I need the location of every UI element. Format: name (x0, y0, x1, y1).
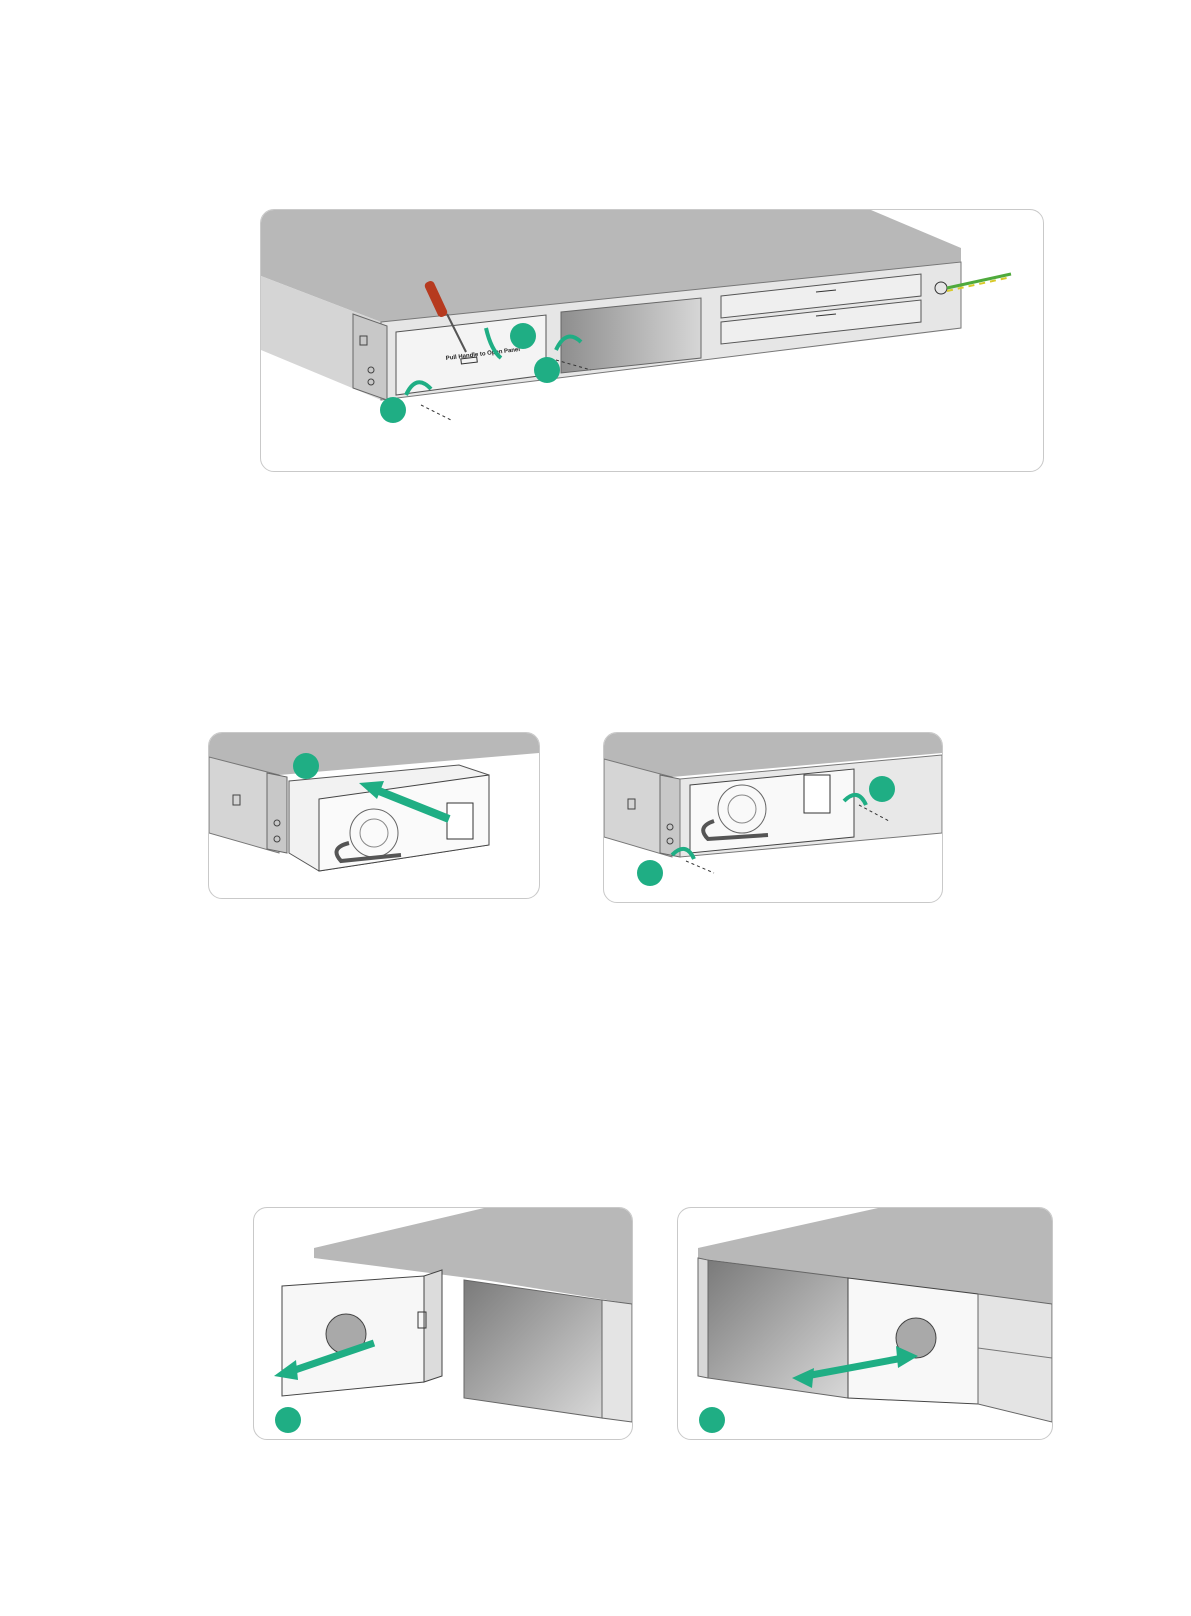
step-badge (275, 1407, 301, 1433)
empty-slot (464, 1280, 602, 1418)
step-badge (534, 357, 560, 383)
chassis-top (209, 733, 539, 775)
insert-module-illustration (209, 733, 539, 898)
figure-remove-filler-panel: Pull Handle to Open Panel (260, 209, 1044, 472)
step-badge (380, 397, 406, 423)
figure-remove-filler-module (253, 1207, 633, 1440)
step-badge (869, 776, 895, 802)
install-filler-illustration (678, 1208, 1052, 1439)
step-badge (293, 753, 319, 779)
empty-slot (708, 1260, 848, 1398)
figure-fasten-power-module (603, 732, 943, 903)
adjacent-module (978, 1294, 1052, 1422)
remove-filler-illustration (254, 1208, 632, 1439)
step-badge (510, 323, 536, 349)
step-badge (637, 860, 663, 886)
rack-ear (353, 314, 387, 400)
rack-ear (660, 775, 680, 857)
fasten-module-illustration (604, 733, 942, 902)
figure-install-filler-module (677, 1207, 1053, 1440)
rack-ear (267, 773, 287, 853)
figure-insert-power-module (208, 732, 540, 899)
step-badge (699, 1407, 725, 1433)
power-inlet (447, 803, 473, 839)
power-inlet (804, 775, 830, 813)
adjacent-module (602, 1300, 632, 1422)
filler-panel-illustration: Pull Handle to Open Panel (261, 210, 1043, 471)
rack-ear (698, 1258, 708, 1378)
